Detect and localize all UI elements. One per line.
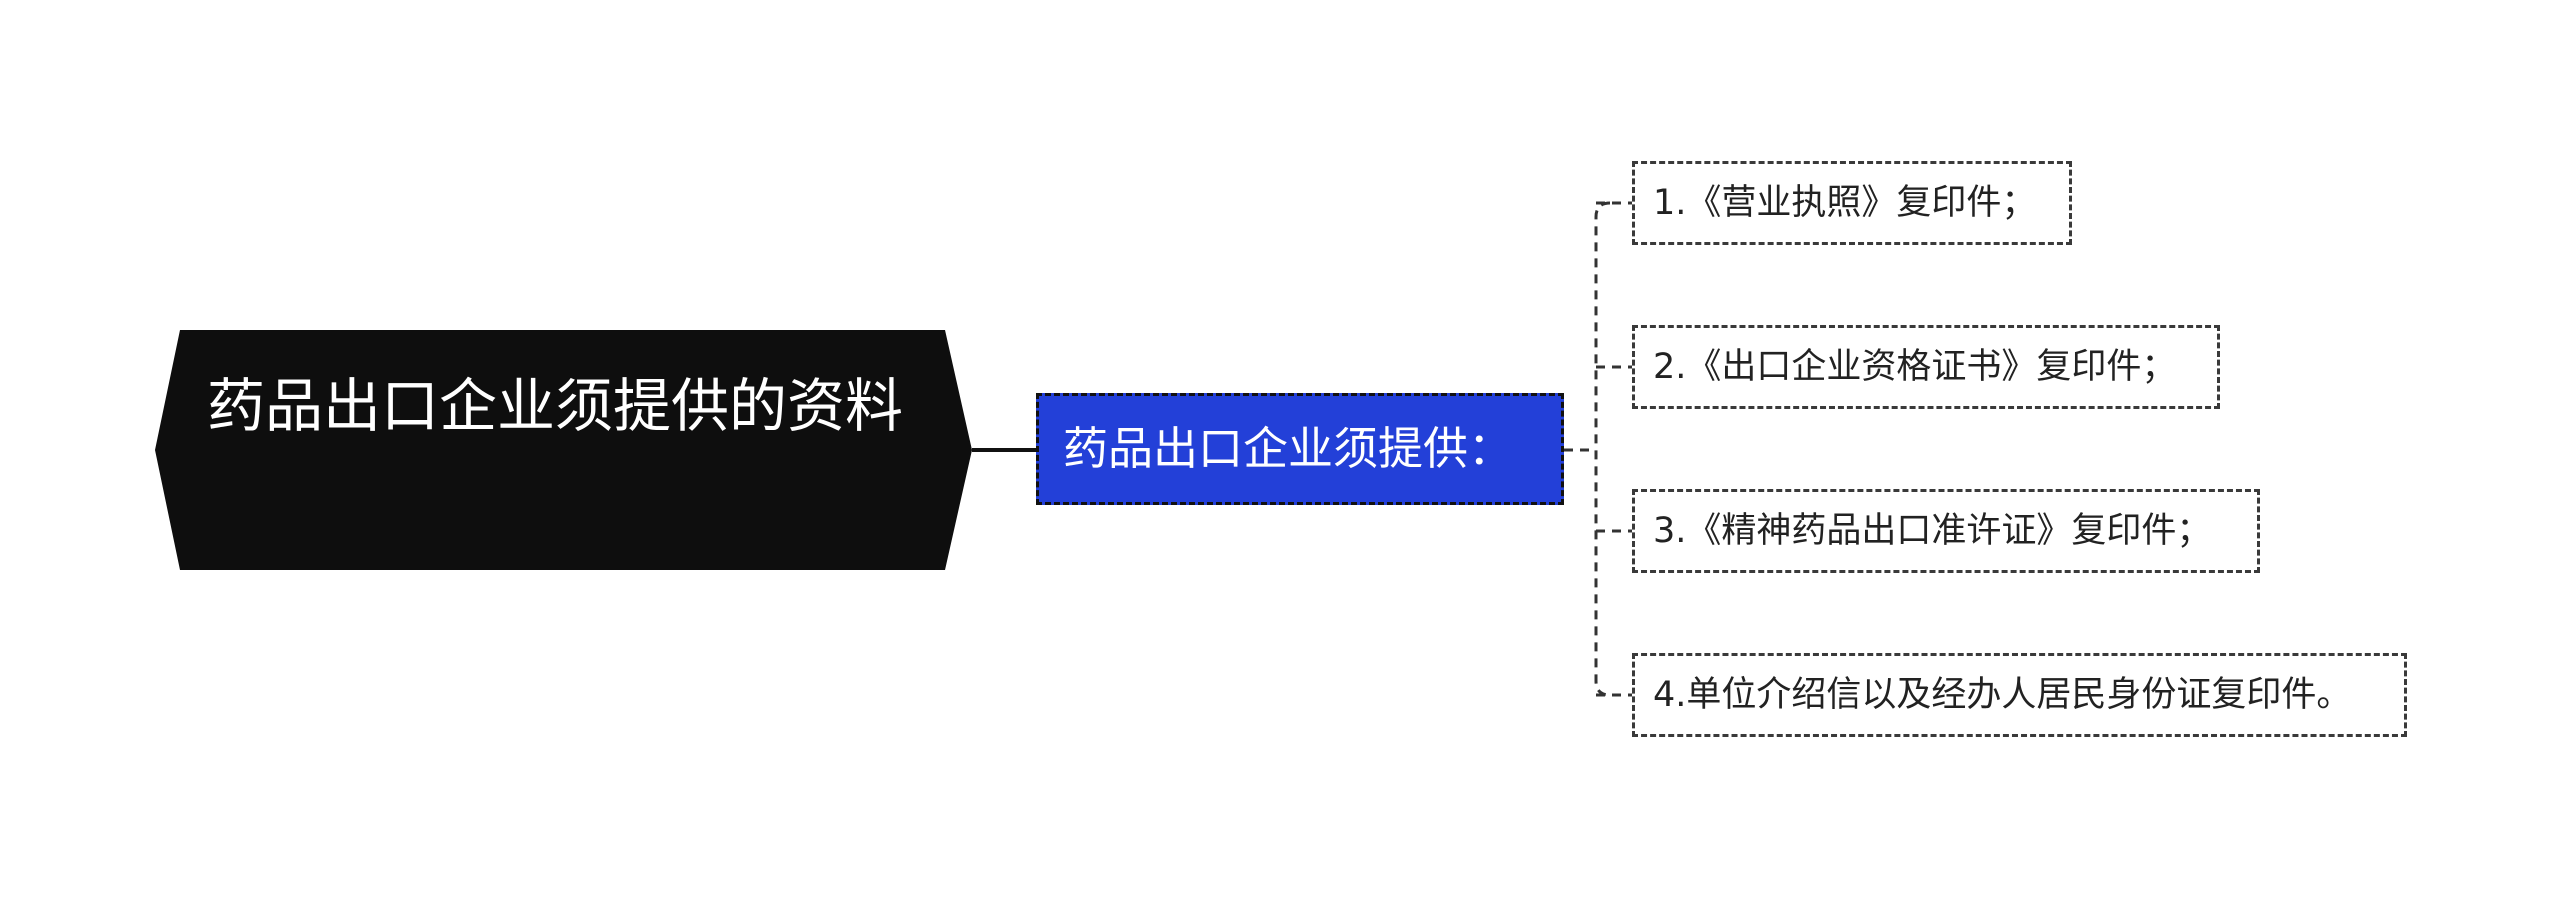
- leaf-node-introduction-letter-id[interactable]: 4.单位介绍信以及经办人居民身份证复印件。: [1632, 653, 2407, 737]
- root-node-label: 药品出口企业须提供的资料: [206, 372, 903, 440]
- main-topic-node[interactable]: 药品出口企业须提供：: [1036, 393, 1564, 505]
- leaf-node-export-qualification[interactable]: 2.《出口企业资格证书》复印件；: [1632, 325, 2220, 409]
- branch-spine: [1594, 201, 1611, 697]
- leaf-node-business-license[interactable]: 1.《营业执照》复印件；: [1632, 161, 2072, 245]
- leaf-node-psychotropic-permit[interactable]: 3.《精神药品出口准许证》复印件；: [1632, 489, 2260, 573]
- root-node-shape: [155, 330, 972, 570]
